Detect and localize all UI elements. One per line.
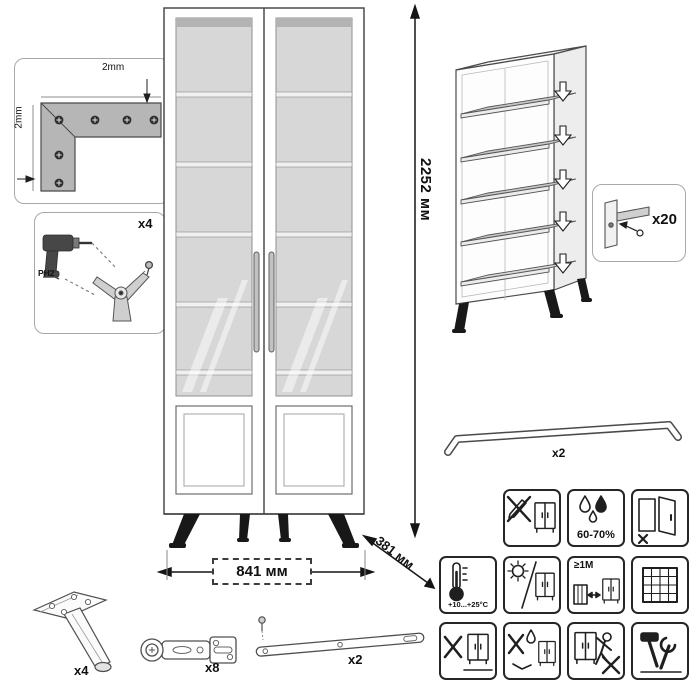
assembly-guide-lines [64,242,146,296]
care-icon-door-care [631,489,689,547]
humidity-label: 60-70% [577,529,615,541]
ventilation-grid-icon [642,567,678,603]
drill-icon [42,234,80,278]
care-icon-no-dragging [439,622,497,680]
temperature-label: +10...+25°C [447,600,489,609]
drill-assembly-drawing [42,234,154,322]
extension-ticks [166,550,366,580]
care-icon-heat-distance: ≥1M [567,556,625,614]
wall-bracket-part [255,632,425,657]
shelf-pin-count: x20 [651,211,677,228]
shelf-pin-callout-box: x20 [592,184,686,262]
wall-bracket-count: x2 [348,652,363,667]
care-icon-temperature: +10...+25°C [439,556,497,614]
dimension-arrows [156,3,436,590]
hinge-holes [172,639,234,661]
wall-bracket-drawing [255,616,425,657]
cabinet-exploded-view [452,45,592,333]
shelves [460,92,577,287]
care-icon-assembly-tools [631,622,689,680]
shelf-corner [604,199,650,249]
temperature-icon [449,562,468,602]
height-dimension-label: 2252 мм [417,158,434,222]
cabinet-legs [169,514,359,548]
care-icon-no-sharp-objects [503,489,561,547]
humidity-icon [579,495,607,523]
corner-bracket-detail-box [14,58,170,204]
door-handles [253,251,275,353]
interior-shelves [175,91,353,376]
dimension-lines [156,3,436,590]
leg-screw-holes [48,593,92,616]
sun-icon [507,560,555,609]
leg-part-count: x4 [74,663,89,678]
hinge-part-count: x8 [205,660,220,675]
gap-top-label: 2mm [102,62,125,73]
exploded-legs [452,278,592,333]
no-sharp-objects-icon [506,495,556,533]
bracket-screw [258,616,266,631]
leg-assembly-count: x4 [138,216,153,231]
care-icon-humidity: 60-70% [567,489,625,547]
distance-label: ≥1M [574,560,594,571]
handle-count: x2 [552,446,566,460]
corner-bracket-drawing [17,79,162,192]
tools-icon [640,632,682,673]
ph2-bit-label: PH2 [38,268,55,278]
ph2-bit-icon [43,274,60,280]
hinge-part [140,636,237,664]
cabinet-front-view [163,7,365,548]
leg-part-drawing [32,591,112,673]
care-icon-no-climbing [567,622,625,680]
screw-crosses [56,117,157,186]
door-care-icon [637,496,676,545]
radiator-distance-icon [573,578,620,605]
care-icon-avoid-sunlight [503,556,561,614]
gap-offset-lines [32,96,161,191]
screw-icon [144,260,154,276]
hinge-part-drawing [140,636,237,664]
shelf-pin-drawing [604,199,650,249]
bottom-panel-frames [183,413,345,487]
glass-glare [182,280,348,392]
care-icon-no-wet-cleaning [503,622,561,680]
insert-arrows [553,81,573,274]
bottom-door-panels [175,405,353,495]
no-climbing-icon [574,631,621,675]
gap-dimension-arrows [17,79,151,183]
care-icon-ventilation [631,556,689,614]
no-wet-cleaning-icon [507,629,556,670]
gap-side-label: 2mm [13,106,25,129]
pin-arrow [618,221,644,237]
no-dragging-icon [443,633,493,671]
width-dimension-label: 841 мм [212,558,312,585]
handle-part-drawing [444,421,682,456]
leg-part [32,591,112,673]
leg-mount-part [92,272,150,322]
